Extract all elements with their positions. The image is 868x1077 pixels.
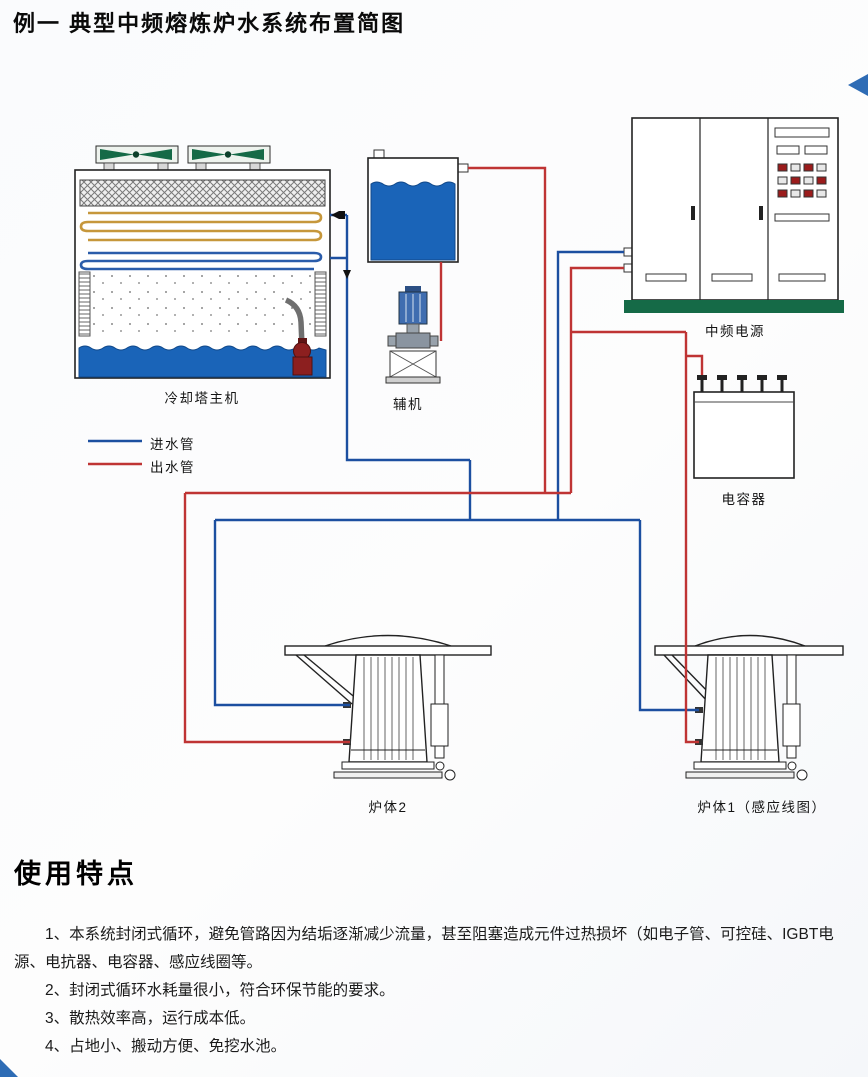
furnace1-graphic <box>654 634 844 781</box>
coil-yellow <box>79 211 323 242</box>
feature-item-2: 2、封闭式循环水耗量很小，符合环保节能的要求。 <box>45 981 395 999</box>
capacitor-graphic <box>693 375 795 479</box>
coil-blue <box>79 251 323 271</box>
label-cooling-tower: 冷却塔主机 <box>164 391 240 406</box>
features-title: 使用特点 <box>14 859 138 889</box>
tower-pump-icon <box>292 338 313 376</box>
label-auxiliary: 辅机 <box>393 397 423 412</box>
feature-item-4: 4、占地小、搬动方便、免挖水池。 <box>45 1037 287 1055</box>
control-buttons <box>777 163 827 198</box>
label-capacitor: 电容器 <box>721 492 767 507</box>
features-section: 使用特点 1、本系统封闭式循环，避免管路因为结垢逐渐减少流量，甚至阻塞造成元件过… <box>14 852 854 1060</box>
corner-decoration-top-right <box>848 74 868 96</box>
cooling-tower-graphic <box>74 145 331 379</box>
flow-arrows <box>331 211 351 279</box>
fan-icon <box>187 145 271 171</box>
legend-inlet-label: 进水管 <box>150 437 195 452</box>
auxiliary-tank-graphic <box>367 149 469 263</box>
tower-water <box>78 345 327 378</box>
legend-swatches <box>88 439 142 466</box>
label-furnace2: 炉体2 <box>368 800 408 815</box>
label-power-supply: 中频电源 <box>705 324 765 339</box>
legend-outlet-label: 出水管 <box>150 460 195 475</box>
auxiliary-pump-graphic <box>385 286 441 384</box>
power-supply-cabinet-graphic <box>623 117 844 313</box>
inlet-pipes <box>213 213 699 712</box>
fan-icon <box>95 145 179 171</box>
cabinet-base <box>624 300 844 313</box>
tank-water <box>370 181 456 261</box>
page-title: 例一 典型中频熔炼炉水系统布置简图 <box>13 11 406 36</box>
tower-drain-pipe <box>284 297 305 347</box>
corner-decoration-bottom-left <box>0 1059 18 1077</box>
feature-item-3: 3、散热效率高，运行成本低。 <box>45 1009 256 1027</box>
feature-item-1: 1、本系统封闭式循环，避免管路因为结垢逐渐减少流量，甚至阻塞造成元件过热损坏（如… <box>14 926 834 971</box>
furnace2-graphic <box>284 634 492 781</box>
outlet-pipes <box>183 166 704 744</box>
label-furnace1: 炉体1（感应线图） <box>697 800 827 815</box>
